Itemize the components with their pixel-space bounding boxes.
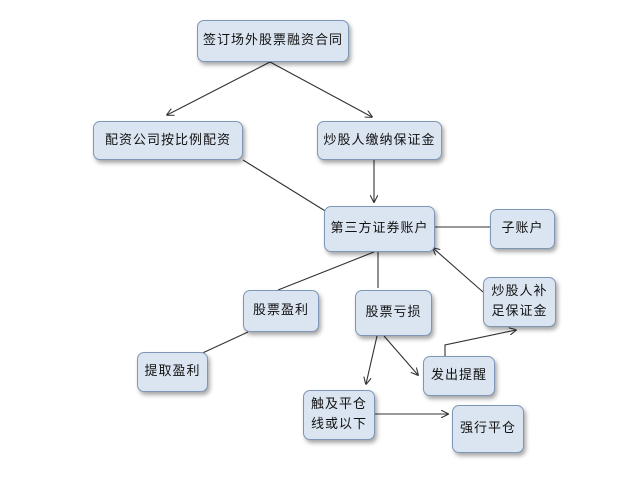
arrow-alert-to-topup <box>444 330 516 356</box>
node-trader-margin: 炒股人缴纳保证金 <box>317 121 442 160</box>
node-trader-topup: 炒股人补 足保证金 <box>483 277 556 327</box>
node-stock-profit: 股票盈利 <box>243 290 319 332</box>
node-issue-alert: 发出提醒 <box>423 356 495 396</box>
node-forced-liquidation: 强行平仓 <box>452 405 524 453</box>
arrow-loss-to-alert <box>383 335 418 375</box>
arrow-contract-to-margin <box>269 61 372 117</box>
node-sub-account: 子账户 <box>490 209 555 249</box>
line-account-to-profit <box>277 251 375 291</box>
node-funder-allocates: 配资公司按比例配资 <box>93 121 243 160</box>
node-sign-contract: 签订场外股票融资合同 <box>197 20 349 62</box>
node-third-party-account: 第三方证券账户 <box>324 206 435 252</box>
node-touch-liquidation-line: 触及平仓 线或以下 <box>303 390 375 440</box>
arrow-loss-to-touchline <box>366 335 378 384</box>
arrow-contract-to-funder <box>167 61 271 115</box>
arrow-topup-to-account <box>433 248 484 293</box>
node-stock-loss: 股票亏损 <box>355 290 432 336</box>
node-withdraw-profit: 提取盈利 <box>137 352 208 392</box>
